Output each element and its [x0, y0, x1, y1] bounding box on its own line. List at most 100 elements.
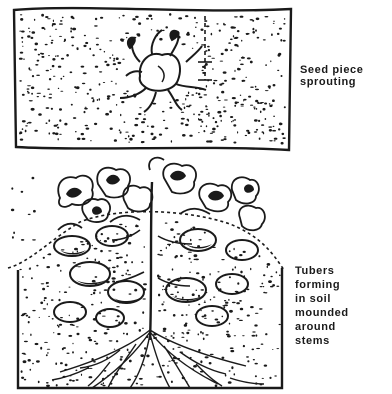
soil-speck [94, 25, 98, 26]
soil-speck [69, 287, 71, 288]
soil-speck [25, 125, 28, 126]
soil-speck [272, 130, 276, 132]
soil-speck [253, 359, 255, 360]
soil-speck [224, 300, 226, 301]
soil-speck [100, 240, 101, 241]
soil-speck [57, 325, 59, 327]
soil-speck [228, 299, 229, 301]
soil-speck [43, 257, 45, 259]
soil-speck [125, 32, 129, 34]
soil-speck [46, 354, 48, 356]
soil-speck [27, 91, 29, 92]
soil-speck [96, 38, 99, 39]
soil-speck [37, 60, 40, 62]
soil-speck [69, 315, 70, 317]
soil-speck [47, 303, 48, 305]
soil-speck [76, 379, 79, 381]
soil-speck [276, 286, 279, 287]
soil-speck [257, 37, 260, 39]
soil-speck [269, 129, 272, 132]
soil-speck [113, 289, 116, 291]
soil-speck [47, 282, 49, 284]
soil-speck [76, 86, 80, 89]
soil-speck [123, 368, 126, 369]
soil-speck [170, 228, 174, 231]
soil-speck [55, 362, 57, 365]
soil-speck [243, 100, 244, 101]
soil-speck [66, 54, 69, 57]
soil-speck [205, 105, 206, 107]
soil-speck [34, 130, 38, 132]
soil-speck [239, 254, 242, 256]
soil-speck [91, 304, 94, 306]
soil-speck [106, 64, 109, 67]
soil-speck [166, 247, 167, 250]
soil-speck [254, 324, 257, 326]
soil-speck [28, 316, 30, 318]
soil-speck [57, 124, 59, 126]
soil-speck [189, 272, 191, 273]
soil-speck [198, 132, 200, 133]
soil-speck [89, 368, 93, 369]
soil-speck [123, 333, 125, 335]
soil-speck [254, 108, 256, 110]
soil-speck [163, 285, 164, 287]
soil-speck [128, 142, 130, 143]
soil-speck [183, 43, 186, 45]
soil-speck [125, 138, 127, 139]
soil-speck [47, 89, 50, 90]
soil-speck [182, 297, 184, 299]
soil-speck [112, 267, 116, 269]
soil-speck [75, 370, 77, 372]
soil-speck [27, 35, 30, 37]
soil-speck [21, 239, 24, 241]
soil-speck [270, 286, 273, 288]
soil-speck [144, 347, 146, 350]
soil-speck [256, 18, 260, 21]
soil-speck [232, 269, 234, 271]
soil-speck [195, 259, 199, 261]
soil-speck [85, 351, 87, 353]
soil-speck [272, 349, 273, 350]
soil-speck [188, 304, 189, 306]
soil-speck [107, 328, 110, 330]
soil-speck [64, 291, 67, 293]
soil-speck [52, 23, 56, 25]
soil-speck [36, 265, 38, 267]
soil-speck [72, 380, 75, 382]
soil-speck [240, 64, 244, 66]
soil-speck [255, 29, 257, 31]
soil-speck [32, 239, 36, 240]
soil-speck [270, 276, 272, 278]
soil-speck [101, 233, 103, 235]
soil-speck [109, 340, 113, 341]
soil-speck [261, 283, 263, 285]
soil-speck [32, 177, 35, 180]
soil-speck [31, 277, 33, 279]
soil-speck [44, 28, 45, 30]
soil-speck [41, 56, 44, 58]
soil-speck [161, 303, 163, 305]
soil-speck [94, 330, 97, 332]
soil-speck [230, 49, 232, 51]
soil-speck [208, 56, 212, 57]
soil-speck [107, 97, 110, 99]
soil-speck [146, 355, 149, 358]
soil-speck [279, 324, 281, 325]
soil-speck [195, 27, 197, 28]
soil-speck [171, 140, 172, 143]
soil-speck [175, 296, 177, 297]
soil-speck [40, 302, 43, 305]
soil-speck [77, 250, 78, 252]
soil-speck [211, 310, 214, 311]
soil-speck [235, 266, 237, 268]
soil-speck [225, 49, 228, 52]
soil-speck [49, 78, 51, 80]
soil-speck [218, 282, 221, 284]
soil-speck [213, 297, 215, 298]
soil-speck [182, 134, 186, 137]
soil-speck [31, 37, 34, 39]
soil-speck [72, 45, 74, 47]
soil-speck [224, 80, 227, 82]
soil-speck [210, 354, 214, 355]
